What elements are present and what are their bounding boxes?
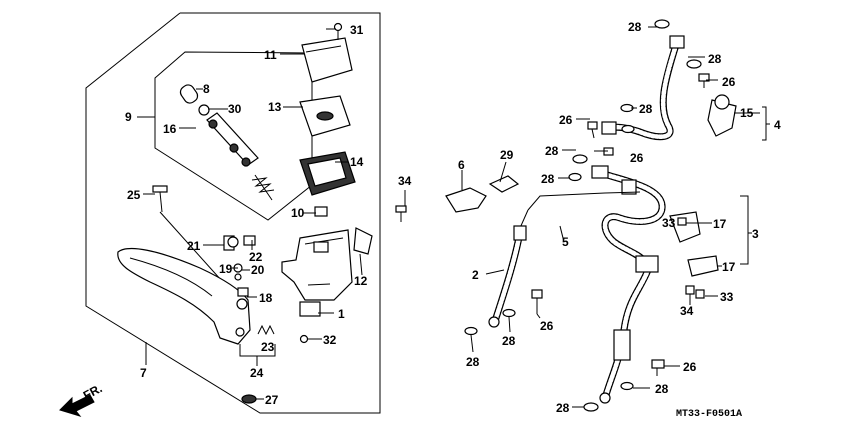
callout-26-upper-right: 26 [722,75,736,89]
circlip [198,104,210,116]
callout-21: 21 [187,239,201,253]
callout-22: 22 [249,250,263,264]
lower-hose-sleeve [613,329,631,361]
reservoir-cap [301,37,353,83]
callout-3: 3 [752,227,759,241]
piston-boot [179,84,199,104]
brake-switch [299,301,321,317]
lever-spring [257,324,275,336]
callout-33-upper: 33 [662,216,676,230]
callout-11: 11 [264,48,277,62]
front-direction-arrow [59,394,95,417]
callout-31: 31 [350,23,364,37]
lower-hose-banjo [599,392,611,404]
callout-28-low-left: 28 [541,172,555,186]
callout-28-center: 28 [502,334,516,348]
callout-30: 30 [228,102,242,116]
callout-29: 29 [500,148,514,162]
diagram-code: MT33-F0501A [676,409,742,420]
three-way-joint [707,94,737,137]
callout-28-top: 28 [628,20,642,34]
callout-2: 2 [472,268,479,282]
hose-joint-fitting [601,121,617,135]
diaphragm [299,151,356,196]
callout-14: 14 [350,155,364,169]
callout-33-lower: 33 [720,290,734,304]
joint-bracket-lower [687,255,719,277]
upper-hose-fitting [669,35,685,49]
pivot-bolt [237,287,249,297]
pivot-collar [314,206,328,217]
callout-28-mid-left: 28 [545,144,559,158]
switch-screw [299,334,309,344]
callout-6: 6 [458,158,465,172]
hose-clamp [621,179,637,195]
callout-26-lower: 26 [683,360,697,374]
callout-27: 27 [265,393,279,407]
piston-assembly [206,112,275,201]
callout-16: 16 [163,122,177,136]
pivot-nut [243,235,256,246]
master-cylinder-body [281,229,353,301]
adjuster-spring [234,273,242,281]
cap-screw [333,22,343,40]
callout-20: 20 [251,263,265,277]
pivot-washer [227,236,239,248]
callout-28-upper-right: 28 [708,52,722,66]
brake-lever [117,247,251,345]
callout-9: 9 [125,110,132,124]
callout-1: 1 [338,307,345,321]
lever-nut [241,394,257,404]
callout-8: 8 [203,82,210,96]
callout-28-left-bottom: 28 [466,355,480,369]
callout-34-right: 34 [680,304,694,318]
callout-13: 13 [268,100,282,114]
callout-24: 24 [250,366,264,380]
lower-hose-joint [635,255,659,273]
master-cylinder-assembly-frame [85,12,381,414]
boot-cap [353,227,373,255]
callout-4: 4 [774,118,781,132]
hose-clamp-29 [488,175,520,193]
callout-28-bottom: 28 [556,401,570,415]
callout-12: 12 [354,274,368,288]
callout-10: 10 [291,206,305,220]
hose-fitting-top [591,165,609,179]
callout-19: 19 [219,262,233,276]
callout-28-mid-upper: 28 [639,102,653,116]
hose-2-banjo [488,316,500,328]
callout-7: 7 [140,366,147,380]
callout-17-lower: 17 [722,260,736,274]
callout-17-upper: 17 [713,217,727,231]
callout-34-left: 34 [398,174,412,188]
hose-clamp-6 [445,187,487,213]
callout-26-upper-left: 26 [559,113,573,127]
diaphragm-plate [299,95,351,137]
brake-pipe [527,191,641,211]
lever-bolt [152,185,168,213]
callout-25: 25 [127,188,141,202]
clamp-bolt-left [395,205,407,222]
hose-2-top-fitting [513,225,527,241]
callout-15: 15 [740,106,754,120]
callout-5: 5 [562,235,569,249]
callout-23: 23 [261,340,275,354]
callout-26-mid: 26 [630,151,644,165]
callout-32: 32 [323,333,337,347]
callout-28-lower: 28 [655,382,669,396]
callout-26-center: 26 [540,319,554,333]
callout-18: 18 [259,291,273,305]
